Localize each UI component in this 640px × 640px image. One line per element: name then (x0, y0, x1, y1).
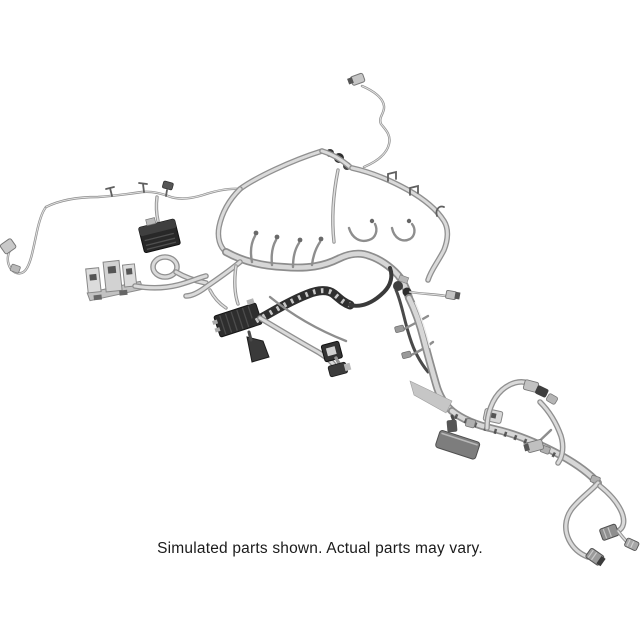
end-connector-1 (585, 547, 606, 567)
corrugated-loom (251, 286, 355, 326)
end-connector-3 (624, 537, 640, 551)
c-bracket-connector (320, 340, 343, 363)
wire-clip (105, 186, 115, 197)
relay-connector-cluster (212, 298, 263, 338)
grommet (393, 281, 403, 291)
connector-small-left-2 (9, 263, 21, 274)
inline-connector (162, 180, 174, 191)
paddle-bracket (435, 414, 481, 460)
bracket-shadow-wedge (409, 380, 453, 414)
image-caption: Simulated parts shown. Actual parts may … (157, 540, 483, 557)
wire-clip (138, 182, 148, 193)
main-black-connector (138, 217, 181, 254)
mounting-bracket-assembly (85, 259, 144, 302)
end-connector-2 (599, 523, 620, 541)
connector-small-left (0, 238, 17, 255)
branch-connector (327, 361, 352, 378)
dark-wedge-bracket (246, 336, 270, 363)
